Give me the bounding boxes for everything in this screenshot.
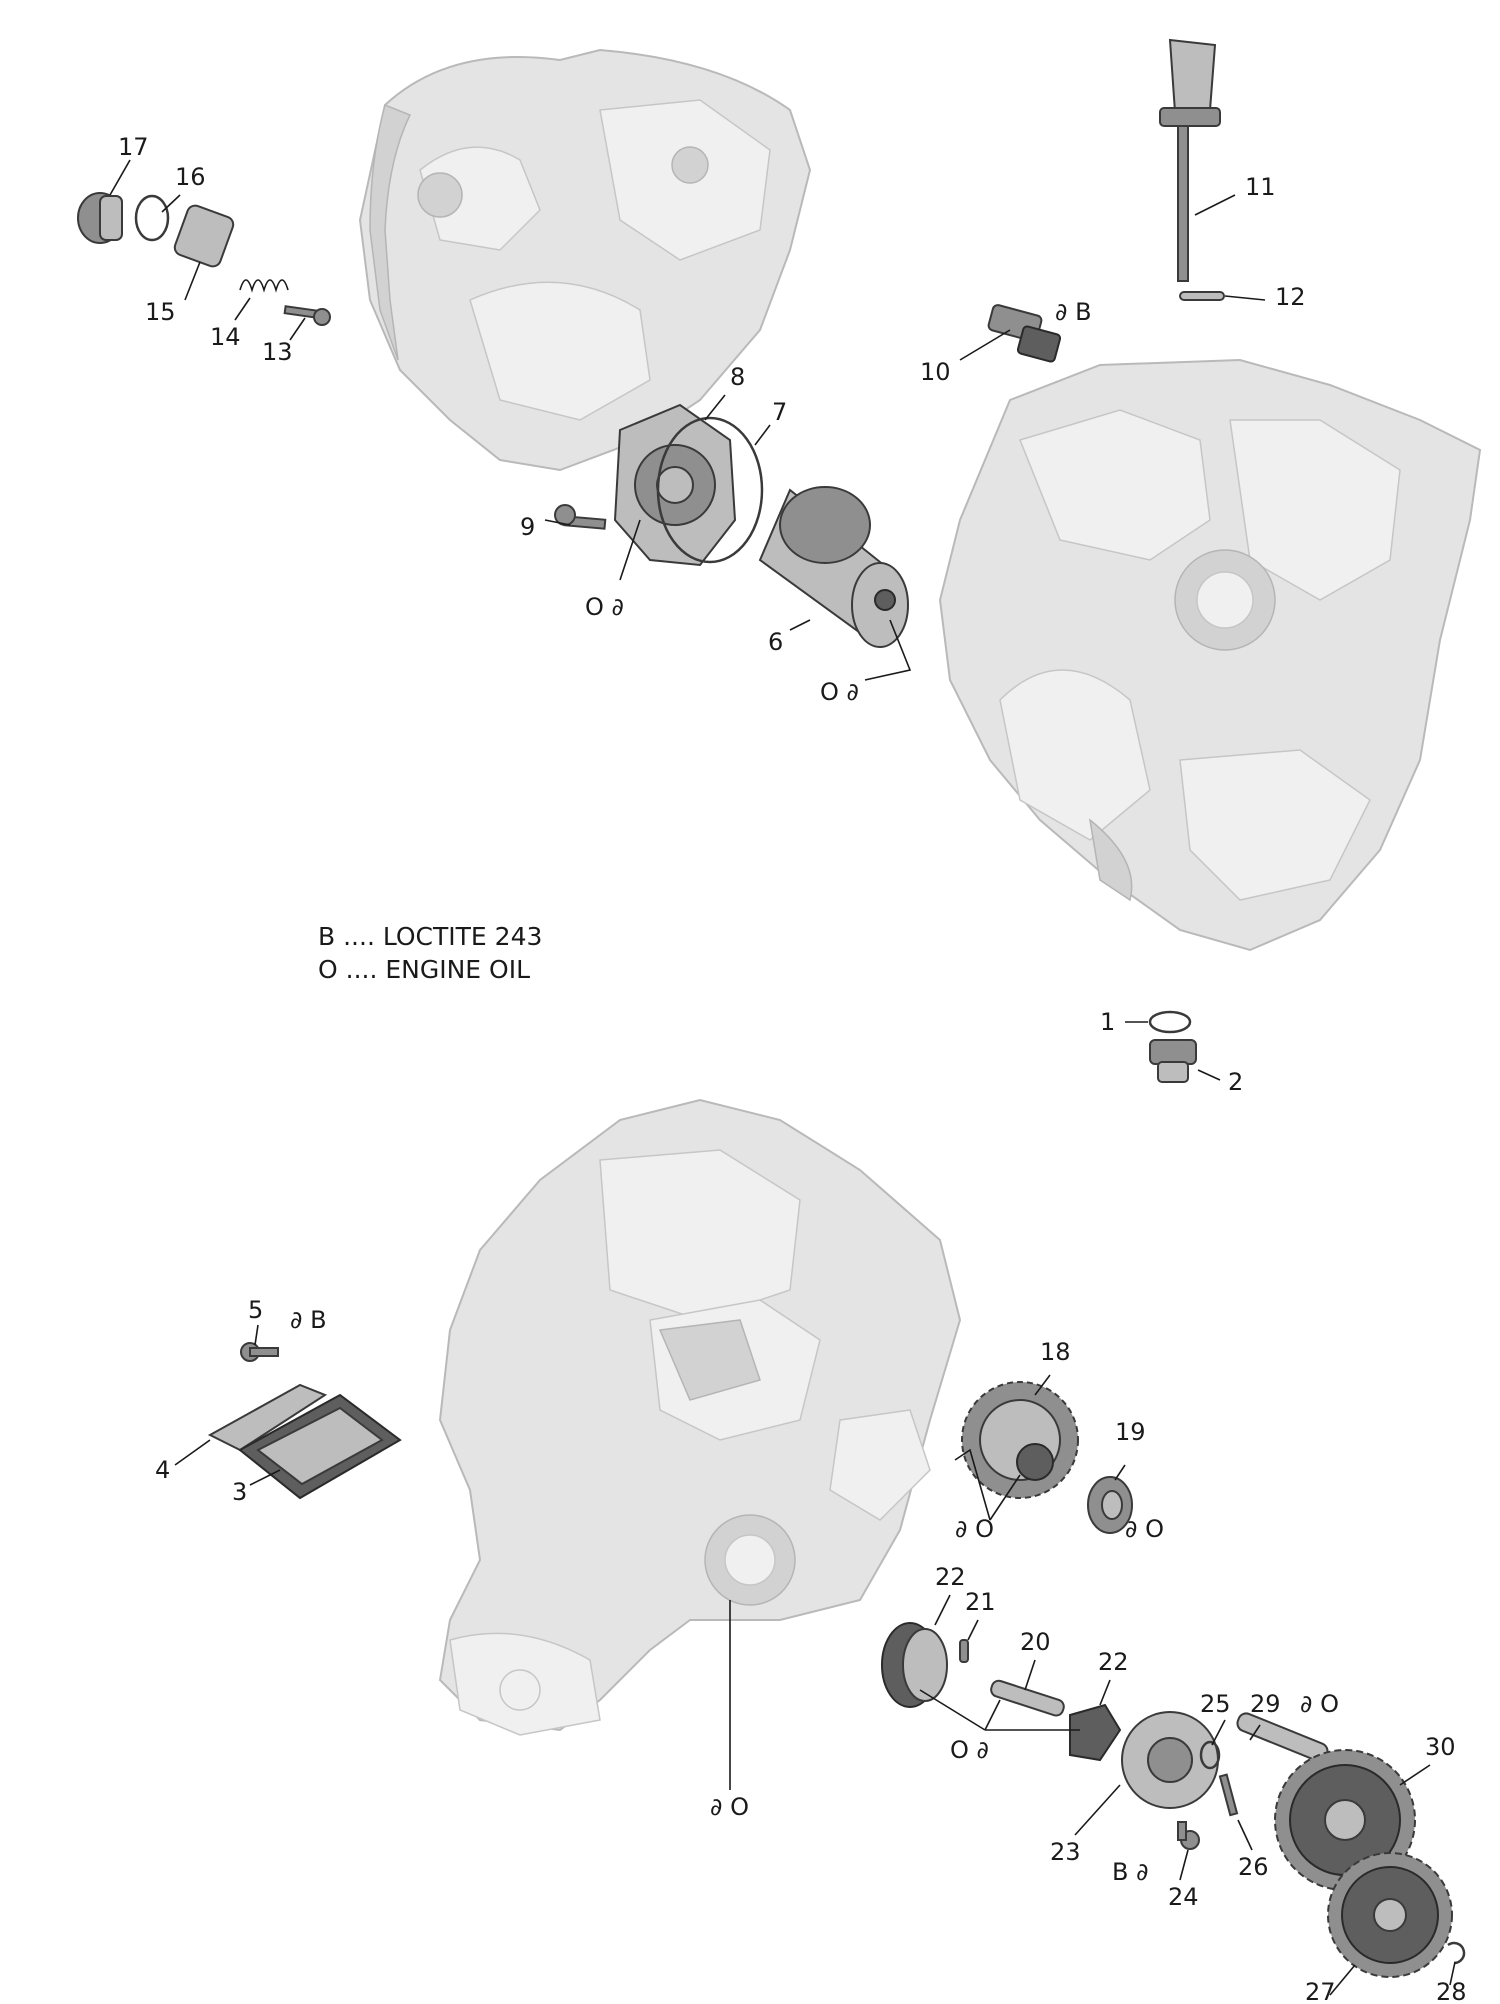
part-2-drain-plug	[1149, 1039, 1197, 1083]
callout-10: 10	[920, 358, 951, 386]
part-12-o-ring	[1179, 291, 1225, 301]
callout-23: 23	[1050, 1838, 1081, 1866]
oil-symbol: ∂ O	[710, 1793, 749, 1821]
callout-25: 25	[1200, 1690, 1231, 1718]
crankcase-lower-center	[438, 1098, 962, 1736]
part-9-screw	[554, 504, 607, 530]
part-14-spring	[239, 279, 289, 293]
oil-symbol: ∂ O	[1125, 1515, 1164, 1543]
callout-4: 4	[155, 1456, 170, 1484]
callout-12: 12	[1275, 283, 1306, 311]
symbol-markers: O ∂ O ∂ ∂ B ∂ B ∂ O ∂ O ∂ O O ∂ ∂ O B ∂	[290, 298, 1339, 1886]
callout-18: 18	[1040, 1338, 1071, 1366]
part-24-screw	[1177, 1821, 1200, 1850]
part-21-pin	[959, 1639, 969, 1663]
oil-symbol: O ∂	[950, 1736, 989, 1764]
callout-labels: 17 16 15 14 13 11 12 10 8 7 9 6 1 2 5 4 …	[118, 133, 1467, 2004]
part-22-pump-rotor-inner	[1069, 1703, 1122, 1762]
callout-5: 5	[248, 1296, 263, 1324]
callout-3: 3	[232, 1478, 247, 1506]
part-16-o-ring	[134, 194, 170, 242]
part-15-piston	[173, 204, 235, 268]
callout-9: 9	[520, 513, 535, 541]
callout-2: 2	[1228, 1068, 1243, 1096]
legend-loctite: B .... LOCTITE 243	[318, 922, 542, 951]
part-13-screw	[283, 305, 331, 326]
callout-15: 15	[145, 298, 176, 326]
callout-13: 13	[262, 338, 293, 366]
callout-8: 8	[730, 363, 745, 391]
callout-17: 17	[118, 133, 149, 161]
callout-27: 27	[1305, 1978, 1336, 2004]
loctite-symbol: ∂ B	[1055, 298, 1092, 326]
callout-21: 21	[965, 1588, 996, 1616]
part-26-pin	[1218, 1773, 1239, 1817]
callout-16: 16	[175, 163, 206, 191]
part-18-drive-gear	[961, 1381, 1079, 1499]
oil-symbol: O ∂	[820, 678, 859, 706]
oil-symbol: ∂ O	[955, 1515, 994, 1543]
callout-29: 29	[1250, 1690, 1281, 1718]
callout-1: 1	[1100, 1008, 1115, 1036]
oil-symbol: ∂ O	[1300, 1690, 1339, 1718]
leader-lines	[109, 159, 1456, 1996]
part-1-washer	[1148, 1010, 1192, 1034]
callout-26: 26	[1238, 1853, 1269, 1881]
crankcase-upper-right	[938, 358, 1482, 952]
legend-engine-oil: O .... ENGINE OIL	[318, 955, 530, 984]
part-20-shaft	[990, 1679, 1065, 1717]
part-25-washer	[1199, 1740, 1221, 1770]
callout-7: 7	[772, 398, 787, 426]
callout-24: 24	[1168, 1883, 1199, 1911]
callout-6: 6	[768, 628, 783, 656]
callout-30: 30	[1425, 1733, 1456, 1761]
part-4-cover-plate	[207, 1383, 328, 1452]
callout-20: 20	[1020, 1628, 1051, 1656]
part-22-pump-rotor-outer	[881, 1622, 948, 1708]
loctite-symbol: B ∂	[1112, 1858, 1149, 1886]
loctite-symbol: ∂ B	[290, 1306, 327, 1334]
part-8-filter-cover	[613, 403, 737, 567]
part-28-circlip	[1447, 1941, 1466, 1965]
callout-19: 19	[1115, 1418, 1146, 1446]
part-23-pump-cover	[1121, 1711, 1219, 1809]
oil-symbol: O ∂	[585, 593, 624, 621]
callout-22a: 22	[935, 1563, 966, 1591]
part-17-plug	[77, 192, 123, 244]
part-7-o-ring	[656, 416, 764, 564]
callout-11: 11	[1245, 173, 1276, 201]
callout-22b: 22	[1098, 1648, 1129, 1676]
magneto-cover-housing	[358, 48, 812, 472]
part-11-dipstick	[1159, 38, 1221, 282]
callout-28: 28	[1436, 1978, 1467, 2004]
part-5-screw	[240, 1342, 279, 1362]
part-27-gear	[1327, 1852, 1453, 1978]
part-6-oil-filter	[758, 486, 909, 648]
part-10-fitting	[987, 304, 1062, 363]
legend: B .... LOCTITE 243 O .... ENGINE OIL	[318, 922, 542, 984]
part-19-seal	[1087, 1476, 1133, 1534]
callout-14: 14	[210, 323, 241, 351]
part-3-gasket	[238, 1393, 402, 1500]
